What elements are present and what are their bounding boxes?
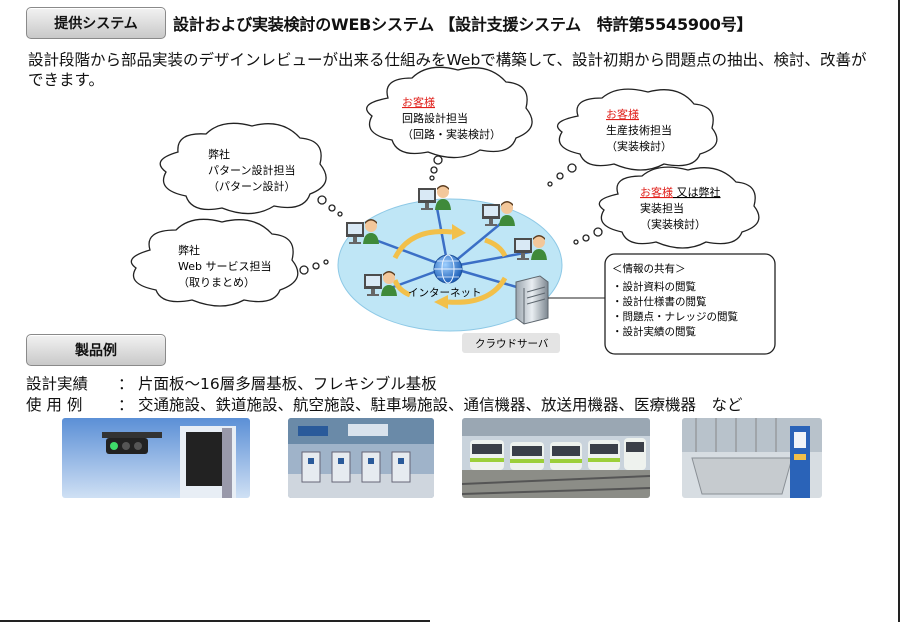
usage-label: 使 用 例: [26, 396, 83, 414]
server-label-box: [462, 333, 560, 353]
mounting-or-company: 又は弊社: [673, 185, 721, 199]
train-depot-photo: [462, 418, 650, 498]
circuit-customer: お客様: [402, 95, 435, 109]
web-role: Web サービス担当: [178, 259, 271, 273]
mounting-role: 実装担当: [640, 201, 684, 215]
design-record-value: 片面板～16層多層基板、フレキシブル基板: [138, 375, 437, 393]
circuit-role: 回路設計担当: [402, 111, 468, 125]
usage-value: 交通施設、鉄道施設、航空施設、駐車場施設、通信機器、放送用機器、医療機器 など: [138, 396, 743, 414]
info-share-box: [604, 253, 776, 355]
cycle-arrow-right: [447, 276, 508, 305]
info-item: ・設計仕様書の閲覧: [612, 295, 707, 308]
design-record-colon: ：: [118, 375, 134, 393]
info-item: ・設計資料の閲覧: [612, 280, 696, 293]
production-task: （実装検討）: [606, 139, 672, 153]
pattern-company: 弊社: [208, 147, 230, 161]
bubble-mounting: [573, 166, 760, 249]
cloud-server-icon: [515, 275, 549, 325]
traffic-signal-photo: [62, 418, 250, 498]
frame-right-border: [898, 0, 900, 622]
ticket-gate-photo: [288, 418, 434, 498]
production-role: 生産技術担当: [606, 123, 672, 137]
mounting-owner: お客様 又は弊社: [640, 185, 721, 199]
info-title: ＜情報の共有＞: [612, 262, 686, 275]
cycle-arrow-left: [392, 229, 453, 260]
info-item: ・問題点・ナレッジの閲覧: [612, 310, 738, 323]
parking-facility-photo: [682, 418, 822, 498]
design-record-row: 設計実績 ：片面板～16層多層基板、フレキシブル基板: [26, 372, 437, 394]
bubble-web: [130, 218, 329, 307]
info-item: ・設計実績の閲覧: [612, 325, 696, 338]
system-description: 設計段階から部品実装のデザインレビューが出来る仕組みをWebで構築して、設計初期…: [28, 51, 867, 89]
globe-icon: [433, 254, 463, 284]
web-task: （取りまとめ）: [178, 276, 255, 289]
usage-colon: ：: [118, 396, 134, 414]
usage-row: 使 用 例 ：交通施設、鉄道施設、航空施設、駐車場施設、通信機器、放送用機器、医療…: [26, 393, 743, 415]
pattern-role: パターン設計担当: [208, 163, 295, 177]
page-heading: 設計および実装検討のWEBシステム 【設計支援システム 特許第5545900号】: [173, 15, 753, 34]
mounting-customer: お客様: [640, 185, 673, 199]
bubble-circuit: [366, 66, 533, 181]
bubble-production: [547, 88, 718, 187]
mounting-task: （実装検討）: [640, 217, 706, 231]
system-section-tab: 提供システム: [26, 7, 166, 39]
pattern-task: （パターン設計）: [208, 179, 295, 193]
design-record-label: 設計実績: [26, 375, 89, 393]
product-section-tab: 製品例: [26, 334, 166, 366]
server-label: クラウドサーバ: [475, 338, 549, 350]
bubble-pattern: [159, 122, 343, 217]
web-company: 弊社: [178, 243, 200, 257]
production-customer: お客様: [606, 107, 639, 121]
frame-bottom-border: [0, 620, 430, 622]
internet-label: インターネット: [408, 287, 482, 299]
circuit-task: （回路・実装検討）: [402, 127, 501, 141]
